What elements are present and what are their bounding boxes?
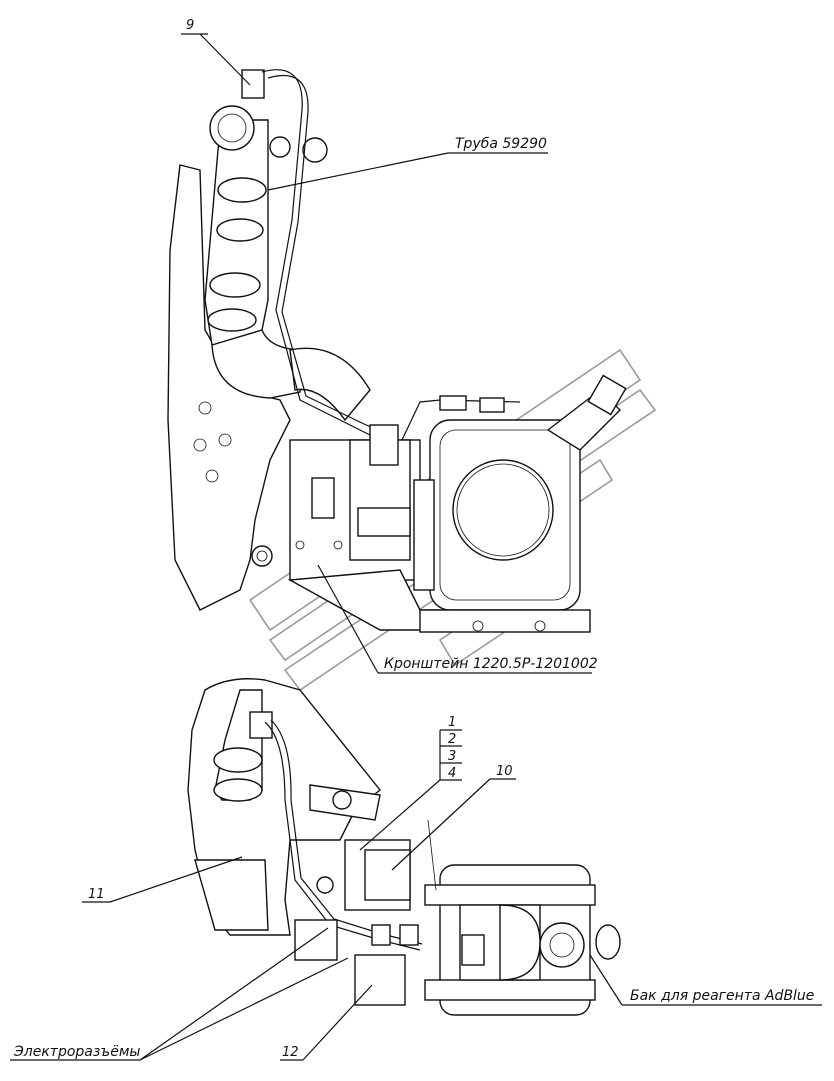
leader-lines — [10, 33, 822, 1061]
callout-pos3: 3 — [448, 749, 456, 764]
bottom-view — [187, 678, 621, 1016]
callout-pos4: 4 — [448, 766, 456, 781]
callout-tank: Бак для реагента AdBlue — [630, 988, 814, 1004]
callout-pos12: 12 — [282, 1045, 299, 1060]
top-view — [167, 69, 627, 633]
callout-pos2: 2 — [448, 732, 456, 747]
callout-pos10: 10 — [496, 764, 513, 779]
callout-pos9: 9 — [186, 18, 194, 33]
callout-connectors: Электроразъёмы — [13, 1044, 140, 1060]
callout-pos11: 11 — [88, 887, 105, 902]
callout-pos1: 1 — [448, 715, 456, 730]
callout-pipe: Труба 59290 — [455, 136, 547, 152]
callout-bracket: Кронштейн 1220.5Р-1201002 — [384, 656, 598, 672]
